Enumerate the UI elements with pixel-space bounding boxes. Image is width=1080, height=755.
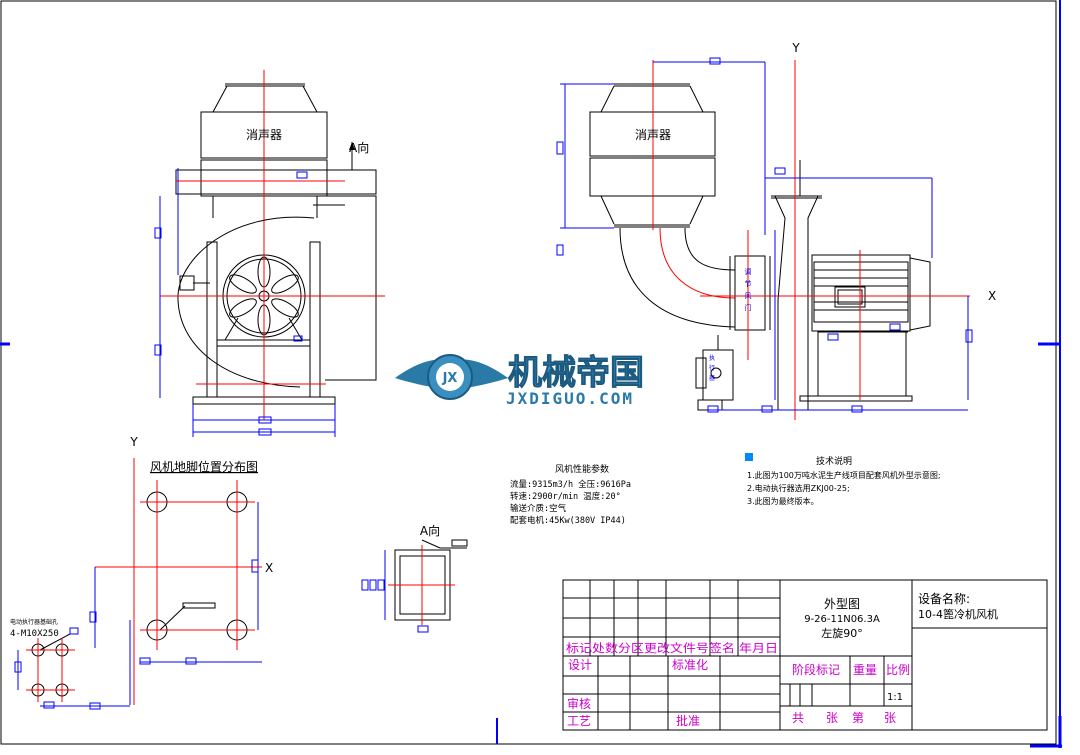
sheet-border (0, 0, 1062, 748)
side-damper-label-char: 门 (745, 303, 752, 312)
side-damper-label-char: 调 (745, 267, 752, 276)
foot-axis-x: X (265, 561, 273, 575)
design-label: 设计 (568, 658, 592, 672)
weight-label: 重量 (853, 663, 877, 677)
front-silencer-label: 消声器 (246, 128, 282, 142)
side-silencer-label: 消声器 (635, 128, 671, 142)
review-label: 审核 (567, 696, 591, 711)
front-direction-label: A向 (349, 140, 369, 155)
side-actuator-label-char: 器 (709, 375, 715, 382)
foot-layout-plan (146, 491, 248, 641)
watermark-badge: JX (442, 371, 458, 386)
a-view-label: A向 (420, 523, 440, 538)
actuator-foot-hole-spec: 4-M10X250 (10, 629, 59, 639)
actuator-foot-centerlines (26, 638, 75, 702)
actuator-foot-label: 电动执行器基础孔 (10, 618, 58, 626)
sheet-no-label: 第 (852, 711, 864, 725)
watermark-site: JXDIGUO.COM (506, 389, 634, 408)
revision-header: 标记处数分区更改文件号签名 年月日 (566, 641, 778, 655)
direction-arrowhead (349, 142, 355, 150)
approve-label: 批准 (676, 713, 700, 728)
stage-mark-label: 阶段标记 (792, 662, 840, 677)
side-actuator-label-char: 行 (709, 364, 715, 372)
a-view-section (394, 539, 468, 621)
motor-fins (814, 269, 908, 311)
side-actuator-label: 执行器 (709, 354, 715, 382)
sheet-unit-1: 张 (826, 711, 838, 725)
performance-line-4: 配套电机:45Kw(380V IP44) (510, 515, 626, 526)
side-view-dimensions (556, 57, 973, 413)
performance-title: 风机性能参数 (555, 463, 609, 475)
watermark-brand: 机械帝国 (508, 353, 644, 393)
sheet-unit-2: 张 (884, 711, 896, 725)
title-block-texts: 外型图 9-26-11N06.3A 左旋90° 设备名称: 10-4篦冷机风机 … (566, 591, 998, 728)
scale-value: 1:1 (887, 692, 903, 703)
side-axis-x: X (988, 289, 996, 303)
equipment-name: 10-4篦冷机风机 (918, 607, 998, 621)
front-view-dimensions (154, 168, 336, 437)
title-block (562, 579, 1048, 731)
sheet-total-label: 共 (792, 711, 804, 725)
watermark-logo: JX (395, 354, 508, 400)
front-view-centerlines (160, 70, 385, 420)
drawing-number: 9-26-11N06.3A (804, 614, 880, 625)
standardization-label: 标准化 (672, 658, 708, 672)
tech-notes-line-1: 1.此图为100万吨水泥生产线项目配套风机外型示意图; (747, 470, 941, 480)
equipment-label: 设备名称: (918, 591, 970, 606)
side-damper-label-char: 风 (745, 292, 752, 300)
side-view-centerlines (652, 60, 970, 420)
performance-block: 风机性能参数 流量:9315m3/h 全压:9616Pa 转速:2900r/mi… (510, 463, 631, 526)
actuator-foot-dimensions (14, 627, 79, 709)
performance-line-2: 转速:2900r/min 温度:20° (510, 491, 621, 502)
tech-notes-line-3: 3.此图为最终版本。 (747, 496, 819, 506)
side-damper-label-char: 节 (745, 280, 752, 288)
side-actuator-label-char: 执 (709, 354, 715, 362)
tech-notes-marker (745, 453, 753, 461)
foot-layout-centerlines (95, 458, 262, 705)
foot-axis-y: Y (129, 435, 138, 449)
drawing-name: 外型图 (824, 597, 860, 611)
foot-layout-title: 风机地脚位置分布图 (150, 459, 258, 474)
side-axis-y: Y (791, 41, 800, 55)
performance-line-1: 流量:9315m3/h 全压:9616Pa (510, 479, 631, 490)
tech-notes-line-2: 2.电动执行器选用ZKJ00-25; (747, 483, 850, 493)
tech-notes-block: 技术说明 1.此图为100万吨水泥生产线项目配套风机外型示意图; 2.电动执行器… (745, 453, 941, 506)
foot-layout-dimensions (40, 502, 262, 710)
performance-line-3: 输送介质:空气 (510, 503, 567, 514)
a-view-dimensions (361, 550, 429, 633)
process-label: 工艺 (567, 714, 591, 728)
tech-notes-title: 技术说明 (816, 455, 852, 467)
scale-label: 比例 (886, 663, 910, 677)
a-view-centerlines (388, 545, 455, 625)
rotation-text: 左旋90° (821, 626, 863, 640)
